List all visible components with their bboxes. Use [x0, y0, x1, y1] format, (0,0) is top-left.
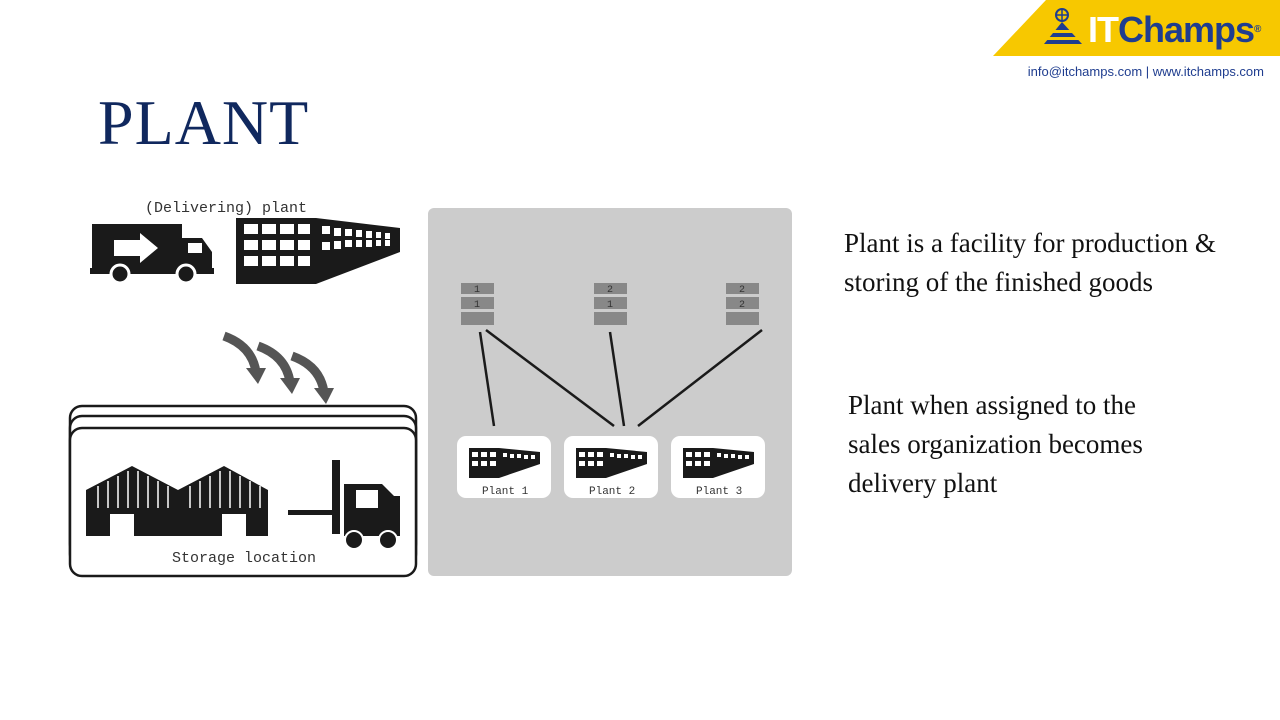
plant-building-icon — [236, 218, 400, 284]
plant-card-3: Plant 3 — [671, 436, 765, 498]
plant-definition-text: Plant is a facility for production & sto… — [844, 228, 1216, 297]
delivering-plant-label: (Delivering) plant — [145, 200, 307, 217]
warehouse-icon — [86, 466, 268, 536]
storage-bin-1: 1 1 — [461, 283, 494, 325]
plant-card-2: Plant 2 — [564, 436, 658, 498]
truck-icon — [90, 224, 214, 285]
storage-bin-bottom-label: 1 — [474, 300, 480, 311]
down-arrows-icon — [222, 331, 329, 393]
pyramid-logo-icon — [1044, 22, 1082, 44]
logo-banner — [993, 0, 1280, 56]
storage-location-label: Storage location — [172, 550, 316, 567]
page-title: PLANT — [98, 87, 310, 158]
storage-bin-top-label: 2 — [607, 285, 613, 296]
storage-bin-2: 2 1 — [594, 283, 627, 325]
plant-card-label: Plant 3 — [696, 486, 742, 498]
plant-panel — [428, 208, 792, 576]
storage-bin-bottom-label: 1 — [607, 300, 613, 311]
storage-bin-top-label: 2 — [739, 285, 745, 296]
storage-bin-bottom-label: 2 — [739, 300, 745, 311]
contact-info: info@itchamps.com | www.itchamps.com — [1027, 64, 1264, 79]
itchamps-logo: ITChamps® — [1088, 9, 1261, 50]
plant-card-label: Plant 2 — [589, 486, 635, 498]
plant-card-1: Plant 1 — [457, 436, 551, 498]
logo-champs: Champs — [1118, 9, 1255, 50]
plant-card-label: Plant 1 — [482, 486, 529, 498]
logo-registered-mark: ® — [1254, 24, 1261, 35]
storage-bin-top-label: 1 — [474, 285, 480, 296]
logo-it: IT — [1088, 9, 1119, 50]
globe-icon — [1055, 8, 1069, 22]
delivery-plant-text: Plant when assigned to the sales organiz… — [848, 390, 1143, 498]
forklift-icon — [288, 460, 400, 550]
storage-bin-3: 2 2 — [726, 283, 759, 325]
connection-lines — [478, 329, 763, 427]
